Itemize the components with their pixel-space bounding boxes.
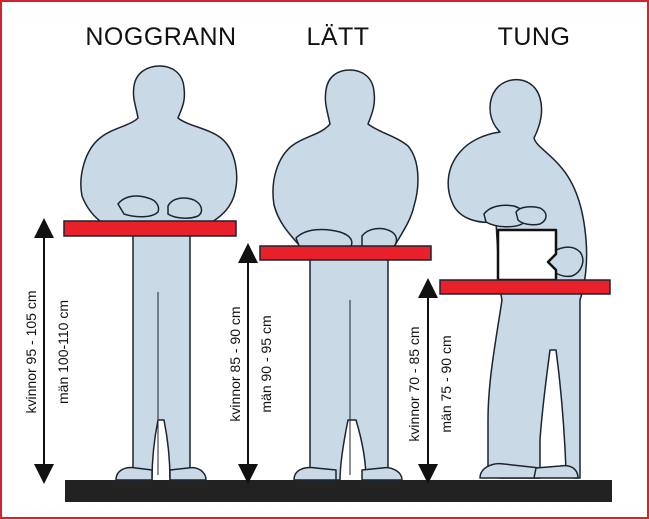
- women-range-heavy: kvinnor 70 - 85 cm: [406, 326, 422, 441]
- carried-box: [498, 230, 556, 280]
- figure-light: [273, 70, 418, 480]
- women-range-precise: kvinnor 95 - 105 cm: [23, 291, 39, 414]
- men-range-precise: män 100-110 cm: [55, 300, 71, 404]
- women-range-light: kvinnor 85 - 90 cm: [227, 306, 243, 421]
- floor: [65, 480, 612, 502]
- men-range-heavy: män 75 - 90 cm: [438, 335, 454, 432]
- title-light: LÄTT: [306, 23, 369, 51]
- title-heavy: TUNG: [498, 23, 571, 51]
- men-range-light: män 90 - 95 cm: [258, 315, 274, 412]
- worktop-light: [260, 246, 431, 260]
- figure-precise: [81, 66, 237, 480]
- title-precise: NOGGRANN: [85, 23, 236, 51]
- worktop-heavy: [440, 280, 610, 294]
- worktop-precise: [64, 221, 236, 236]
